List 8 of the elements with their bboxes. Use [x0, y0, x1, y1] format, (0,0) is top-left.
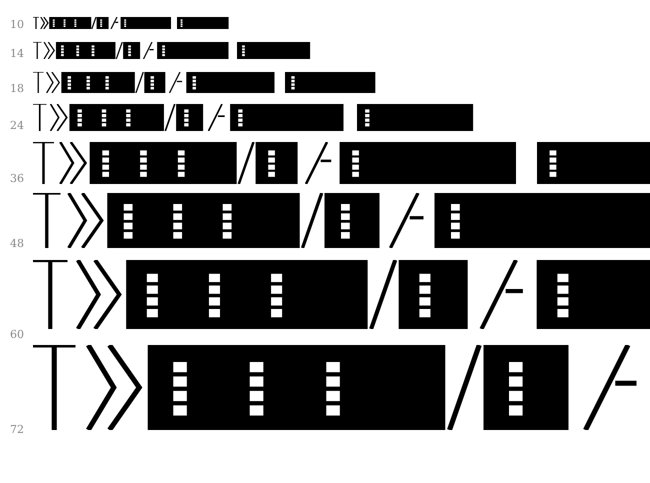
font-size-label: 48	[10, 238, 24, 250]
font-size-label: 18	[10, 83, 24, 95]
font-size-label: 24	[10, 120, 24, 132]
font-size-label: 72	[10, 424, 24, 436]
font-size-label: 36	[10, 173, 24, 185]
font-size-label: 14	[10, 48, 24, 60]
font-size-label: 60	[10, 329, 24, 341]
font-size-label: 10	[10, 19, 24, 31]
